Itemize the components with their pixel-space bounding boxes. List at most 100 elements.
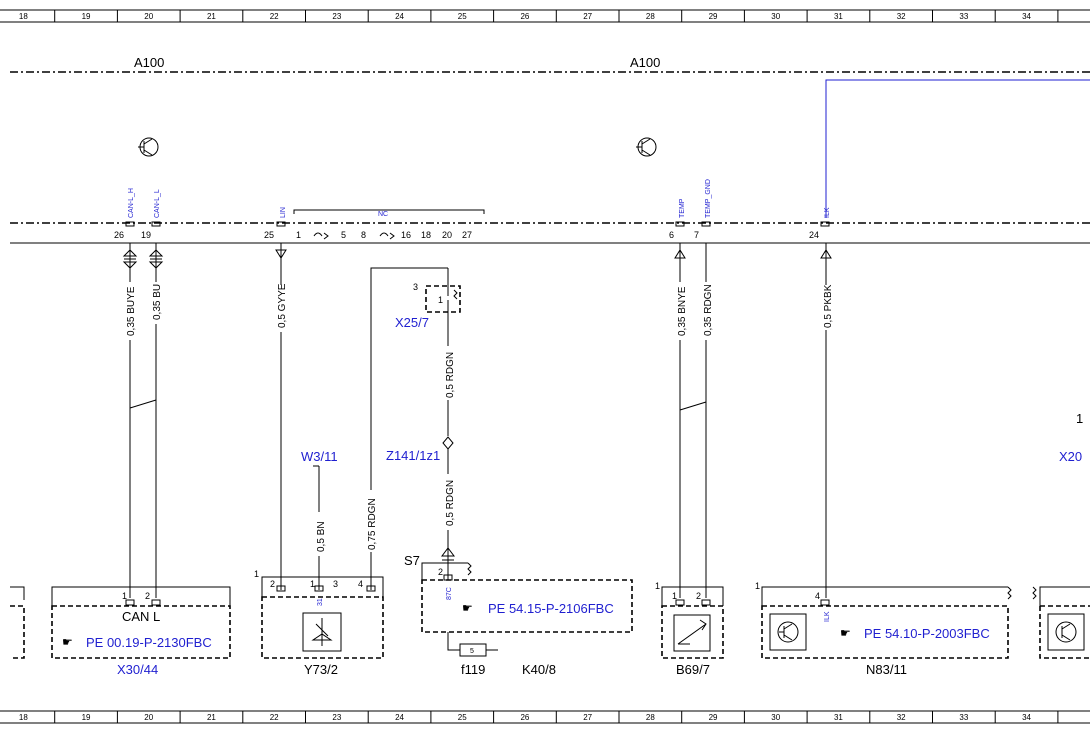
wire-rdgn-075 [370, 267, 448, 590]
grid-column-number: 27 [583, 713, 592, 722]
grid-column-number: 34 [1022, 12, 1031, 21]
wire-label: 0,35 BU [152, 284, 163, 320]
pin-number: 2 [438, 567, 443, 577]
signal-can-l-l: CAN-L_L [154, 189, 161, 218]
transistor-icon [138, 137, 159, 157]
grid-column-number: 21 [207, 713, 216, 722]
pin-number: 18 [421, 230, 431, 240]
component-right-partial [1032, 586, 1090, 659]
pin-number: 2 [270, 579, 275, 589]
component-k40-8 [421, 562, 633, 657]
wire-bnye [674, 243, 707, 598]
reference-link[interactable]: PE 00.19-P-2130FBC [86, 635, 212, 650]
reference-link[interactable]: PE 54.10-P-2003FBC [864, 626, 990, 641]
pin-number: 1 [122, 591, 127, 601]
pin-number: 1 [438, 295, 443, 305]
pointing-hand-icon: ☛ [62, 635, 73, 649]
grid-column-number: 26 [520, 713, 529, 722]
component-label-x25-7: X25/7 [395, 315, 429, 330]
pin-number: 2 [696, 591, 701, 601]
grid-column-number: 20 [144, 713, 153, 722]
grid-column-number: 26 [520, 12, 529, 21]
grid-column-number: 25 [458, 12, 467, 21]
wire-bn [313, 465, 320, 590]
ilk-blue-wire [825, 79, 1090, 218]
wire-gyye [275, 243, 287, 590]
grid-column-number: 18 [19, 12, 28, 21]
grid-column-number: 29 [709, 713, 718, 722]
fuse-number: 5 [470, 648, 474, 655]
bridge-icon [313, 232, 329, 240]
wire-label: 0,5 PKBK [823, 284, 834, 328]
splice-z141 [442, 436, 454, 450]
splice-label-z141: Z141/1z1 [386, 448, 440, 463]
pointing-hand-icon: ☛ [840, 626, 851, 640]
pin-number: 1 [672, 591, 677, 601]
grid-column-number: 30 [771, 12, 780, 21]
ground-point-w3-11: W3/11 [301, 449, 338, 464]
grid-column-number: 19 [82, 12, 91, 21]
wire-pkbk [820, 243, 832, 598]
component-label-n83-11: N83/11 [866, 662, 907, 677]
connector-x25-7 [425, 268, 461, 313]
bridge-icon [379, 232, 395, 240]
grid-column-number: 34 [1022, 713, 1031, 722]
pin-signal: 31 [317, 598, 324, 606]
pin-number: 3 [413, 282, 418, 292]
grid-column-number: 23 [332, 713, 341, 722]
nc-bracket [293, 209, 485, 214]
grid-column-number: 24 [395, 12, 404, 21]
pin-number: 19 [141, 230, 151, 240]
component-label-x30-44: X30/44 [117, 662, 158, 677]
wire-label: 0,5 RDGN [445, 352, 456, 398]
component-b69-7 [661, 586, 724, 659]
signal-temp-gnd: TEMP_GND [705, 179, 712, 218]
pin-number: 26 [114, 230, 124, 240]
component-n83-11 [761, 586, 1012, 659]
signal-lin: LIN [280, 207, 287, 218]
grid-column-number: 32 [897, 713, 906, 722]
wire-label: 0,35 BUYE [126, 286, 137, 336]
pin-number: 1 [296, 230, 301, 240]
pin-number: 5 [341, 230, 346, 240]
pin-number: 3 [333, 579, 338, 589]
pin-number: 1 [254, 569, 259, 579]
pin-number: 7 [694, 230, 699, 240]
module-label-right: A100 [630, 55, 660, 70]
grid-column-number: 22 [270, 12, 279, 21]
reference-x20-partial: X20 [1059, 449, 1082, 464]
pin-number: 1 [655, 581, 660, 591]
grid-column-number: 21 [207, 12, 216, 21]
grid-column-number: 22 [270, 713, 279, 722]
reference-link[interactable]: PE 54.15-P-2106FBC [488, 601, 614, 616]
grid-column-number: 25 [458, 713, 467, 722]
pin-number: 20 [442, 230, 452, 240]
grid-column-number: 19 [82, 713, 91, 722]
wire-label: 0,35 RDGN [703, 284, 714, 336]
grid-column-number: 32 [897, 12, 906, 21]
pin-signal: ILK [824, 611, 831, 622]
component-y73-2 [261, 576, 384, 659]
signal-temp: TEMP [679, 198, 686, 218]
grid-column-number: 33 [959, 12, 968, 21]
reference-s7: S7 [404, 553, 420, 568]
wire-label: 0,5 RDGN [445, 480, 456, 526]
grid-column-number: 18 [19, 713, 28, 722]
wire-label: 0,5 GYYE [277, 283, 288, 328]
wire-buye [122, 243, 157, 598]
pin-number: 24 [809, 230, 819, 240]
component-label-k40-8: K40/8 [522, 662, 556, 677]
signal-can-l-h: CAN-L_H [128, 188, 135, 218]
pin-number: 8 [361, 230, 366, 240]
grid-column-number: 20 [144, 12, 153, 21]
bottom-grid-bar [0, 710, 1090, 724]
component-x30-44 [51, 586, 231, 659]
arrow-icon [441, 547, 455, 561]
pin-number: 1 [1076, 411, 1083, 426]
pin-number: 25 [264, 230, 274, 240]
pin-number: 27 [462, 230, 472, 240]
component-left-partial [10, 586, 25, 659]
component-label-b69-7: B69/7 [676, 662, 710, 677]
grid-column-number: 28 [646, 713, 655, 722]
